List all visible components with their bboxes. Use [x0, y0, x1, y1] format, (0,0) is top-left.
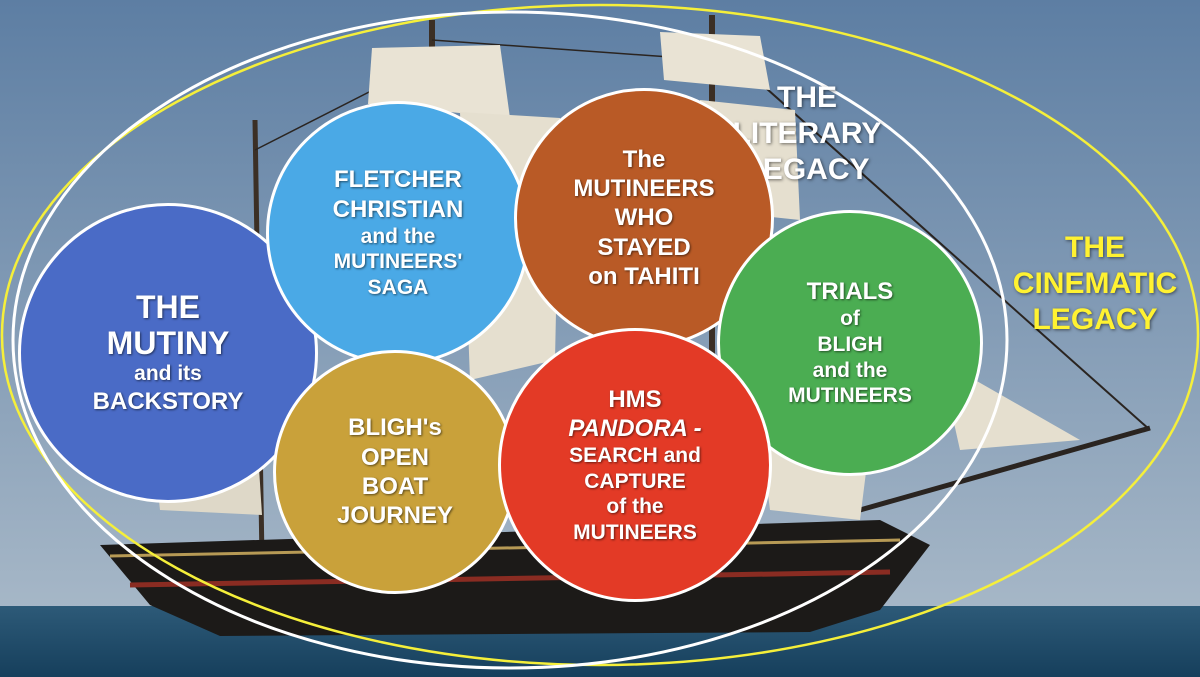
trials-line-1: TRIALS [806, 278, 894, 306]
trials-line-3: BLIGH [817, 333, 883, 357]
circle-fletcher-christian[interactable]: FLETCHER CHRISTIAN and the MUTINEERS' SA… [266, 101, 530, 365]
circle-hms-pandora[interactable]: HMS PANDORA - SEARCH and CAPTURE of the … [498, 328, 772, 602]
pandora-line-5: of the [606, 495, 664, 519]
fletcher-line-2: CHRISTIAN [332, 195, 464, 223]
cinematic-ellipse [0, 3, 1200, 667]
trials-line-4: and the [812, 358, 888, 382]
literary-ellipse [11, 10, 1009, 670]
fletcher-line-4: MUTINEERS' [333, 250, 463, 274]
pandora-line-4: CAPTURE [584, 469, 686, 493]
pandora-line-1: HMS [608, 385, 662, 413]
fletcher-line-3: and the [360, 224, 436, 248]
tahiti-line-4: STAYED [597, 233, 691, 261]
circle-open-boat-journey[interactable]: BLIGH's OPEN BOAT JOURNEY [273, 350, 517, 594]
cinematic-line-2: CINEMATIC [1012, 267, 1178, 300]
boat-line-2: OPEN [360, 443, 429, 471]
tahiti-line-1: The [622, 145, 666, 173]
literary-line-1: THE [777, 81, 837, 114]
mutiny-line-4: BACKSTORY [92, 388, 244, 415]
tahiti-line-5: on TAHITI [588, 262, 700, 290]
boat-line-1: BLIGH's [348, 414, 442, 442]
trials-line-2: of [840, 307, 860, 331]
tahiti-line-2: MUTINEERS [573, 175, 715, 203]
literary-line-2: LITERARY [732, 117, 882, 150]
cinematic-line-1: THE [1065, 231, 1125, 264]
boat-line-3: BOAT [361, 473, 429, 500]
tahiti-line-3: WHO [614, 204, 674, 232]
mutiny-line-1: THE [136, 288, 200, 325]
mutiny-line-2: MUTINY [106, 324, 230, 361]
cinematic-legacy-label: THE CINEMATIC LEGACY [1000, 230, 1190, 338]
mutiny-line-3: and its [134, 362, 202, 386]
pandora-line-2: PANDORA - [568, 414, 702, 442]
trials-line-5: MUTINEERS [788, 384, 912, 408]
cinematic-line-3: LEGACY [1032, 303, 1158, 336]
boat-line-4: JOURNEY [336, 502, 454, 530]
pandora-line-6: MUTINEERS [573, 520, 697, 544]
pandora-line-3: SEARCH and [569, 444, 701, 468]
fletcher-line-1: FLETCHER [334, 166, 462, 194]
fletcher-line-5: SAGA [367, 276, 429, 300]
